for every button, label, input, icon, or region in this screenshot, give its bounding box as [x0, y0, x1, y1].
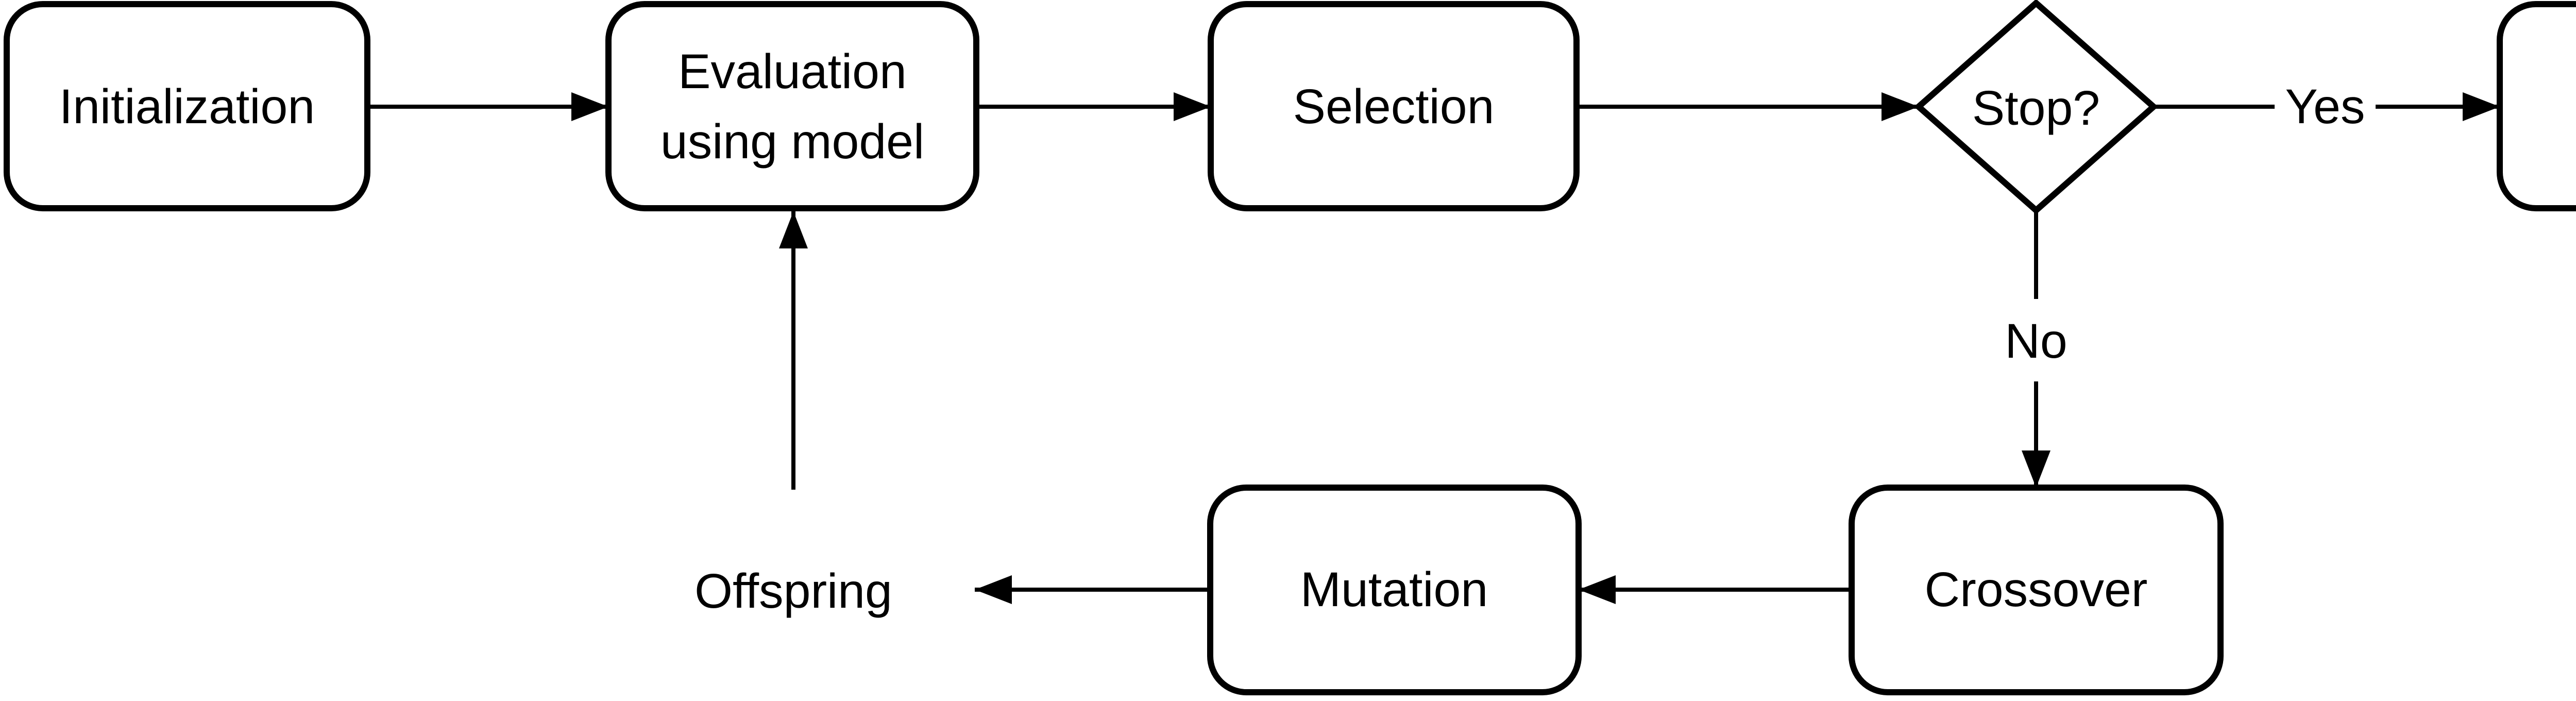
initialization-label: Initialization: [59, 79, 315, 134]
node-stop-decision: [1913, 0, 2159, 214]
evaluation-label-line2: using model: [660, 114, 924, 169]
mutation-label: Mutation: [1300, 562, 1488, 617]
offspring-label: Offspring: [694, 564, 892, 619]
stop-label: Stop?: [1972, 81, 2100, 136]
node-optimum: [2497, 1, 2576, 211]
node-mutation: [1207, 485, 1582, 695]
crossover-label: Crossover: [1925, 562, 2148, 617]
node-crossover: [1849, 485, 2224, 695]
node-initialization: [4, 1, 370, 211]
no-label-background: [1990, 299, 2082, 381]
node-evaluation: [605, 1, 979, 211]
evaluation-label-line1: Evaluation: [678, 44, 907, 99]
no-edge-label: No: [2005, 314, 2067, 369]
yes-edge-label: Yes: [2285, 79, 2365, 134]
yes-label-background: [2275, 77, 2376, 136]
selection-label: Selection: [1293, 79, 1495, 134]
node-selection: [1208, 1, 1580, 211]
